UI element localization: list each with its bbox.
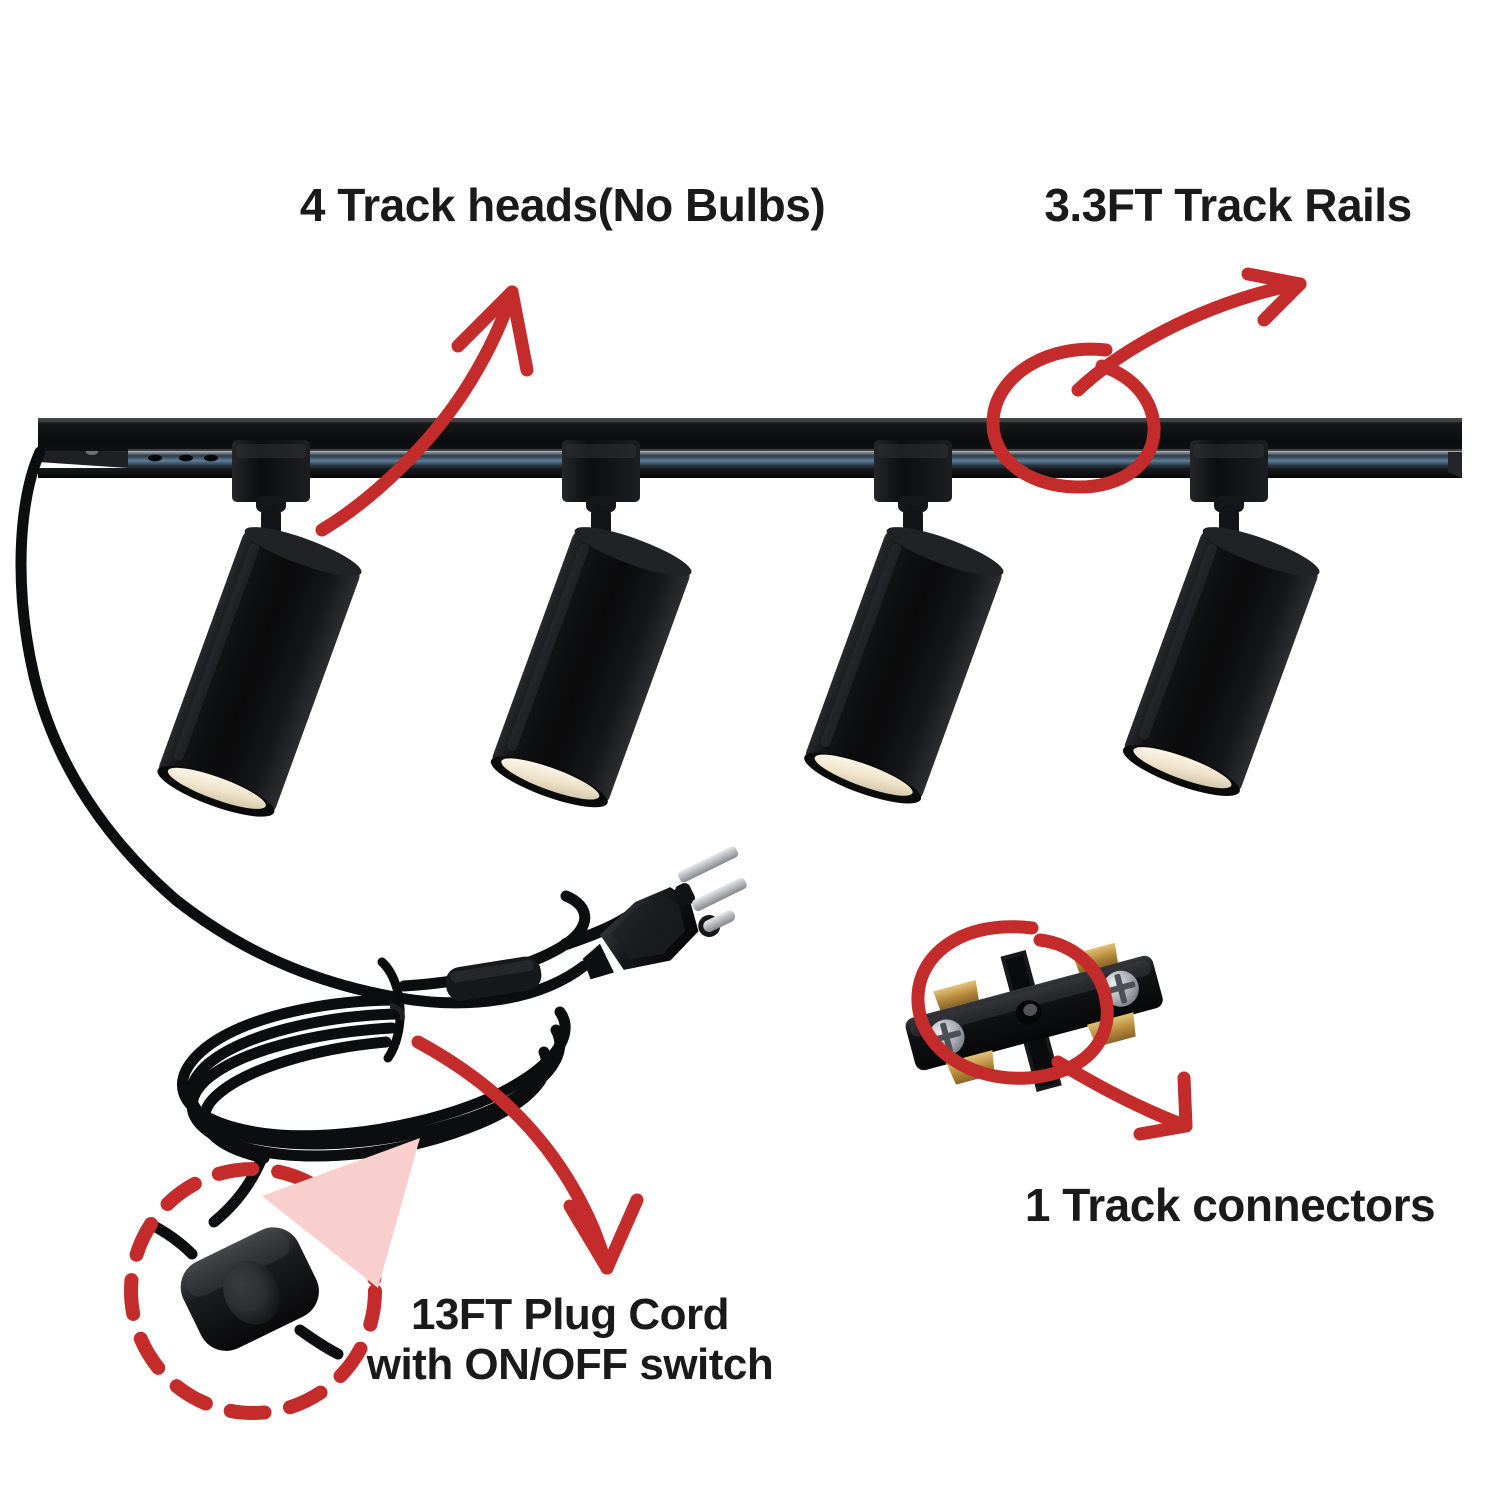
dashed-circle-switch — [124, 1162, 382, 1420]
label-plug-cord-line2: with ON/OFF switch — [366, 1339, 774, 1389]
label-track-rails: 3.3FT Track Rails — [1044, 179, 1412, 231]
power-plug — [582, 846, 747, 980]
cord-inline-barrel — [445, 956, 542, 1001]
arrow-track-heads — [315, 285, 534, 537]
arrow-track-connectors — [911, 920, 1193, 1141]
track-rail — [38, 418, 1462, 478]
cord-twist-tie — [377, 957, 405, 1063]
track-head-3[interactable] — [799, 440, 1008, 813]
lasso-track-rails — [986, 267, 1307, 494]
callout-cone-switch — [262, 1138, 420, 1288]
label-track-connectors: 1 Track connectors — [1024, 1179, 1436, 1231]
label-plug-cord: 13FT Plug Cord with ON/OFF switch — [330, 1290, 810, 1389]
arrow-plug-cord — [411, 1035, 644, 1275]
track-head-4[interactable] — [1118, 440, 1324, 806]
track-head-2[interactable] — [486, 440, 696, 817]
track-head-1[interactable] — [152, 440, 365, 826]
label-track-heads: 4 Track heads(No Bulbs) — [299, 179, 826, 231]
label-plug-cord-line1: 13FT Plug Cord — [410, 1290, 730, 1339]
on-off-switch[interactable] — [171, 1218, 328, 1360]
rail-mount-holes — [148, 454, 218, 462]
